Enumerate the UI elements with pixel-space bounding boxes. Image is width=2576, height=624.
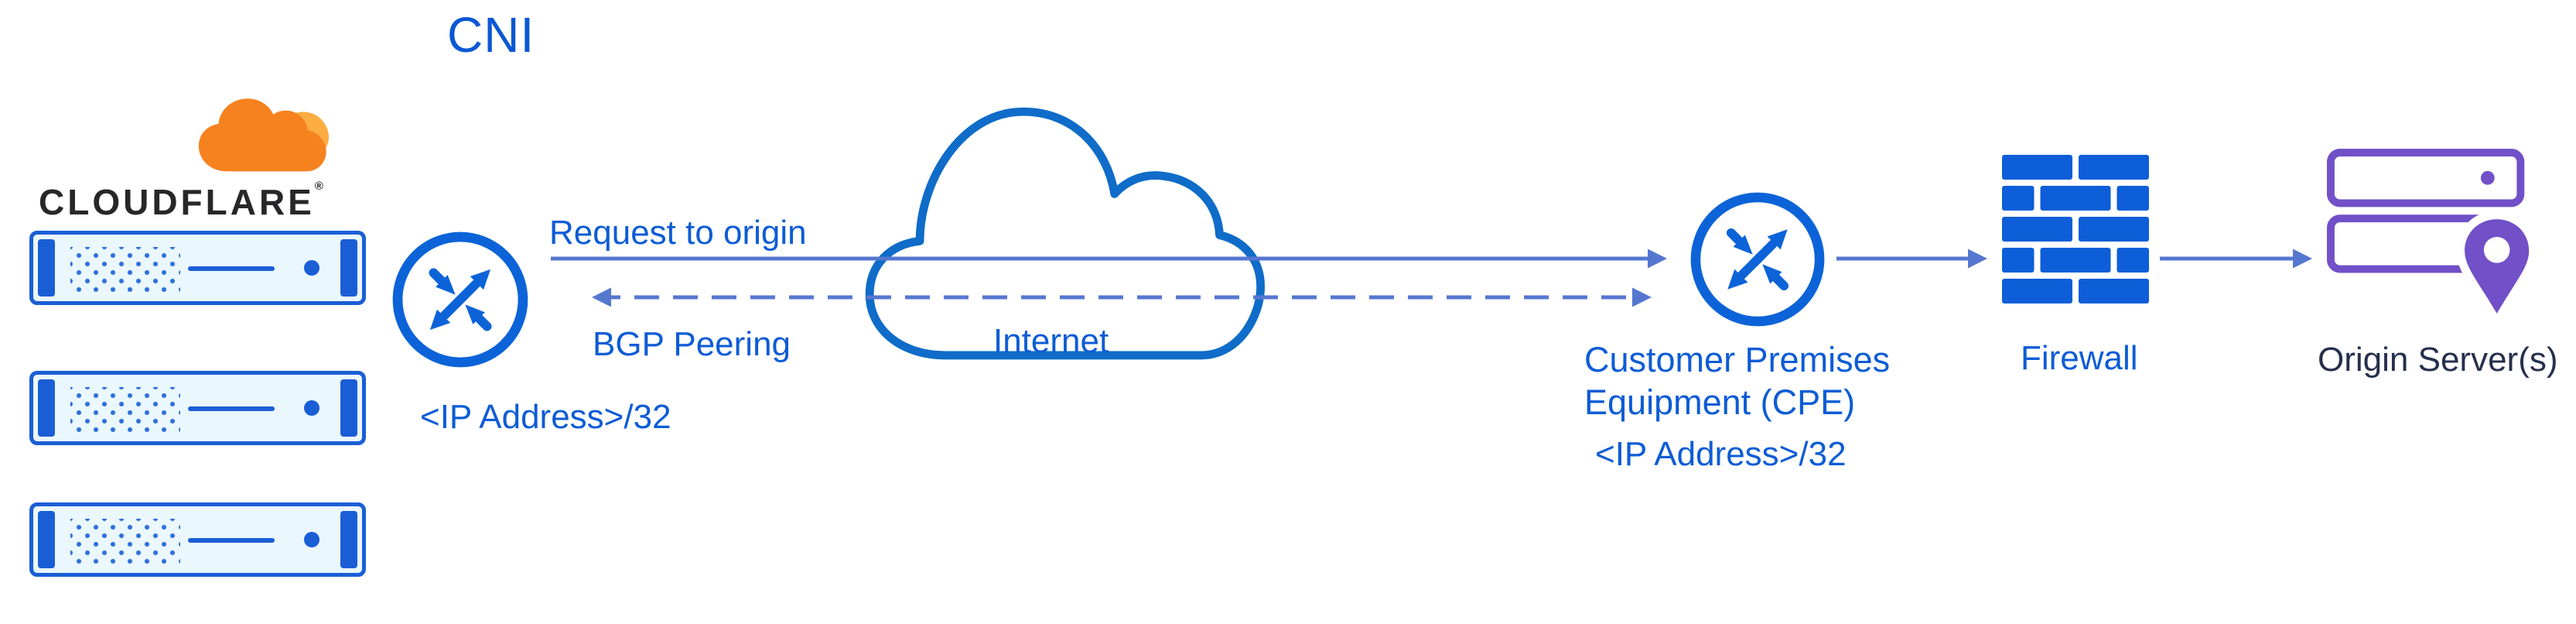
server-led-dot	[304, 260, 319, 276]
server-right-rail	[340, 511, 357, 568]
server-right-rail	[340, 379, 357, 437]
cloudflare-router-icon	[392, 231, 528, 368]
cloudflare-wordmark: CLOUDFLARE®	[39, 180, 323, 223]
cpe-router-icon	[1690, 192, 1825, 327]
server-led-dot	[304, 532, 319, 547]
origin-server-icon	[2327, 149, 2538, 321]
server-led-dot	[304, 400, 319, 416]
cpe-label-line1: Customer Premises	[1584, 340, 1891, 379]
server-right-rail	[340, 239, 357, 297]
cpe-ip-label: <IP Address>/32	[1595, 435, 1847, 473]
cloudflare-logo: CLOUDFLARE®	[31, 93, 356, 232]
location-pin-icon	[2456, 211, 2538, 321]
server-slot-line	[188, 266, 275, 271]
server-left-rail	[38, 379, 55, 437]
server-vent-dots	[70, 519, 180, 564]
edge-server-icon-1	[29, 231, 366, 305]
firewall-label: Firewall	[2021, 339, 2138, 377]
server-vent-dots	[70, 387, 180, 432]
server-slot-line	[188, 406, 275, 411]
edge-server-icon-2	[29, 371, 366, 445]
server-slot-line	[188, 538, 275, 543]
firewall-icon	[2002, 155, 2149, 303]
request-to-origin-label: Request to origin	[549, 214, 807, 252]
bgp-peering-label: BGP Peering	[593, 325, 791, 363]
cpe-label-line2: Equipment (CPE)	[1584, 382, 1856, 422]
internet-label: Internet	[993, 322, 1109, 360]
registered-mark: ®	[314, 180, 323, 193]
server-left-rail	[38, 511, 55, 568]
edge-server-icon-3	[29, 502, 366, 577]
server-left-rail	[38, 239, 55, 297]
wordmark-text: CLOUDFLARE	[39, 182, 315, 222]
cloudflare-ip-label: <IP Address>/32	[420, 398, 671, 436]
cloudflare-cloud-icon	[198, 98, 330, 172]
cpe-label: Customer Premises Equipment (CPE)	[1584, 339, 1890, 424]
server-vent-dots	[70, 247, 180, 292]
diagram-title: CNI	[447, 7, 535, 63]
origin-label: Origin Server(s)	[2318, 341, 2558, 379]
